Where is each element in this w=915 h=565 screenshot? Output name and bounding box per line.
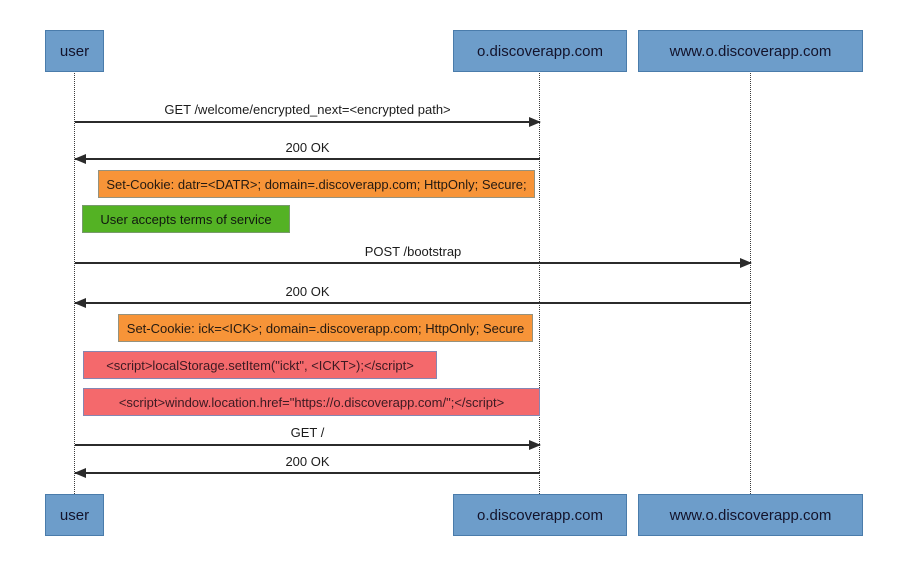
actor-o-discoverapp-bottom: o.discoverapp.com [453,494,627,536]
arrowhead-right-icon [529,439,541,450]
message-get-root-label: GET / [290,425,325,440]
note-set-cookie-datr: Set-Cookie: datr=<DATR>; domain=.discove… [98,170,535,198]
actor-user-top: user [45,30,104,72]
actor-www-o-discoverapp-bottom: www.o.discoverapp.com [638,494,863,536]
actor-o-discoverapp-top: o.discoverapp.com [453,30,627,72]
message-200ok-1-arrow [74,153,540,164]
message-200ok-3-label: 200 OK [285,454,330,469]
message-200ok-3-arrow [74,467,540,478]
arrowhead-left-icon [74,153,86,164]
message-get-welcome-arrow [75,116,541,127]
arrowhead-left-icon [74,467,86,478]
arrowhead-left-icon [74,297,86,308]
actor-www-o-discoverapp-top: www.o.discoverapp.com [638,30,863,72]
lifeline-www-o-discoverapp [750,71,751,494]
message-post-bootstrap-label: POST /bootstrap [364,244,462,259]
arrowhead-right-icon [740,257,752,268]
message-post-bootstrap-arrow [75,257,752,268]
note-script-redirect: <script>window.location.href="https://o.… [83,388,540,416]
message-200ok-2-arrow [74,297,751,308]
note-script-localstorage: <script>localStorage.setItem("ickt", <IC… [83,351,437,379]
message-200ok-1-label: 200 OK [285,140,330,155]
note-set-cookie-ick: Set-Cookie: ick=<ICK>; domain=.discovera… [118,314,533,342]
message-200ok-2-label: 200 OK [285,284,330,299]
arrowhead-right-icon [529,116,541,127]
message-get-root-arrow [75,439,541,450]
actor-user-bottom: user [45,494,104,536]
lifeline-user [74,71,75,494]
lifeline-o-discoverapp [539,71,540,494]
note-user-accepts-terms: User accepts terms of service [82,205,290,233]
message-get-welcome-label: GET /welcome/encrypted_next=<encrypted p… [164,102,451,117]
